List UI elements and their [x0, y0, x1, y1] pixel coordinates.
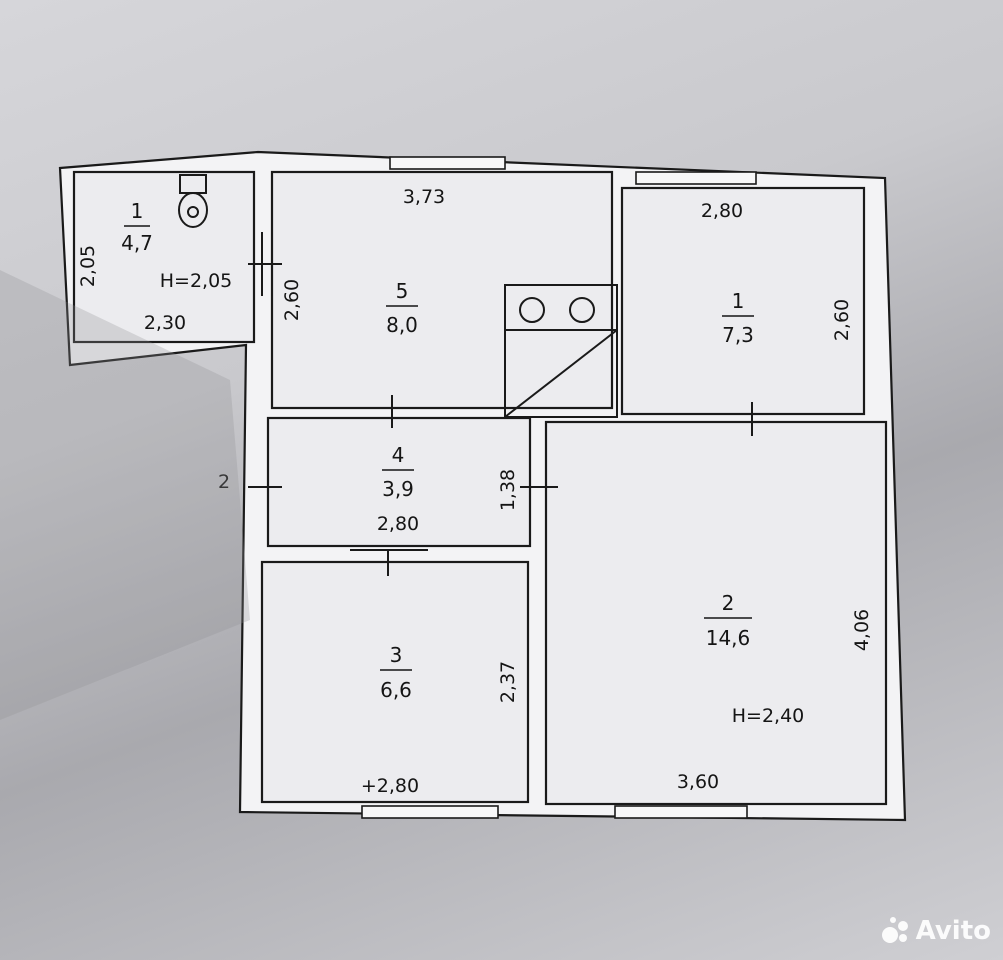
room-5-number: 5: [396, 279, 409, 303]
room-label-1: 1 7,3: [722, 289, 754, 347]
room-1-number: 1: [732, 289, 745, 313]
room-label-6: 1 4,7: [121, 199, 153, 255]
avito-wordmark: Avito: [915, 916, 991, 946]
room-1-area: 7,3: [722, 323, 754, 347]
room-2: [544, 420, 888, 806]
room-4-area: 3,9: [382, 477, 414, 501]
avito-watermark: Avito: [881, 916, 991, 946]
room-1: [620, 186, 866, 416]
room-5: [270, 170, 614, 410]
room-3-area: 6,6: [380, 678, 412, 702]
stove: [504, 284, 618, 418]
room-6-area: 4,7: [121, 231, 153, 255]
dim-room6-ceiling: H=2,05: [160, 270, 233, 292]
room-label-5: 5 8,0: [386, 279, 418, 337]
dim-room6-side: 2,05: [77, 245, 99, 287]
room-3: [260, 560, 530, 804]
dim-room5-width: 3,73: [403, 186, 445, 208]
dim-room4-width: 2,80: [377, 513, 419, 535]
room-2-area: 14,6: [706, 626, 751, 650]
room-6: [72, 170, 256, 344]
room-3-number: 3: [390, 643, 403, 667]
dim-room4-side: 2: [218, 471, 230, 493]
room-4: [266, 416, 532, 548]
room-6-number: 1: [131, 199, 144, 223]
dim-room5-height: 2,60: [281, 279, 303, 321]
room-label-2: 2 14,6: [704, 591, 752, 650]
room-4-number: 4: [392, 443, 405, 467]
windows: [361, 156, 757, 819]
room-2-number: 2: [722, 591, 735, 615]
avito-logo-icon: [881, 917, 910, 945]
dim-room3-height: 2,37: [497, 661, 519, 703]
dim-room6-width: 2,30: [144, 312, 186, 334]
toilet-icon: [178, 174, 208, 228]
room-label-4: 4 3,9: [382, 443, 414, 501]
dim-room1-width: 2,80: [701, 200, 743, 222]
dim-room4-height: 1,38: [497, 469, 519, 511]
doors: [248, 232, 753, 576]
room-label-3: 3 6,6: [380, 643, 412, 702]
dim-room2-width: 3,60: [677, 771, 719, 793]
dim-room2-height: 4,06: [851, 609, 873, 651]
dim-room1-height: 2,60: [831, 299, 853, 341]
dim-room3-width: +2,80: [361, 775, 419, 797]
dim-room2-ceiling: H=2,40: [732, 705, 805, 727]
room-5-area: 8,0: [386, 313, 418, 337]
